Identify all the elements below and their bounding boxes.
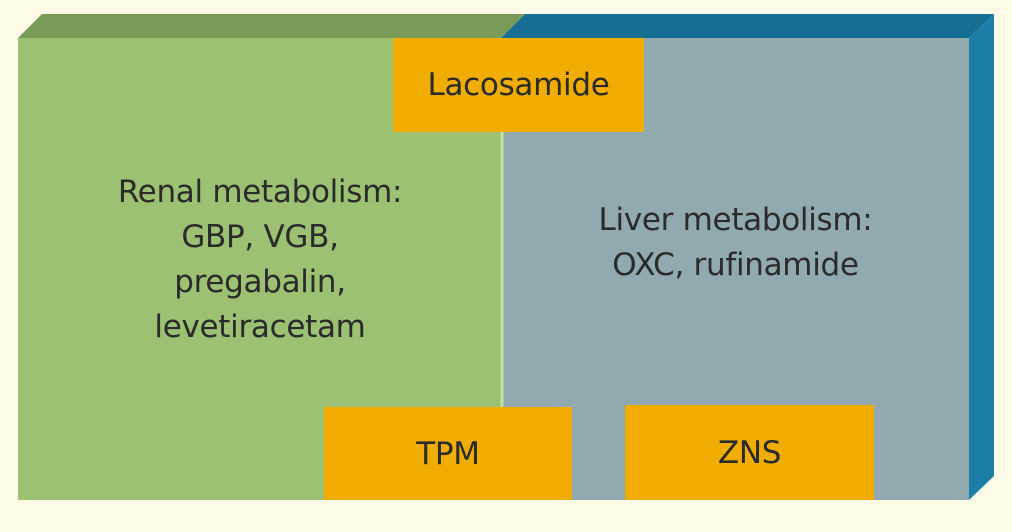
tpm-box: TPM <box>324 407 572 500</box>
renal-top-face <box>18 14 525 38</box>
tpm-label: TPM <box>416 435 480 472</box>
zns-label: ZNS <box>717 434 782 471</box>
zns-box: ZNS <box>625 405 874 500</box>
liver-metabolism-text: Liver metabolism: OXC, rufinamide <box>502 198 969 288</box>
renal-line-2: GBP, VGB, <box>181 219 339 255</box>
renal-metabolism-text: Renal metabolism: GBP, VGB, pregabalin, … <box>18 170 502 350</box>
renal-line-4: levetiracetam <box>154 309 366 345</box>
liver-top-face <box>501 14 994 38</box>
lacosamide-box: Lacosamide <box>393 38 644 132</box>
renal-line-1: Renal metabolism: <box>117 174 403 210</box>
liver-line-2: OXC, rufinamide <box>612 247 859 283</box>
lacosamide-label: Lacosamide <box>427 67 610 103</box>
liver-line-1: Liver metabolism: <box>598 202 873 238</box>
renal-line-3: pregabalin, <box>174 264 346 300</box>
liver-side-face <box>969 14 994 500</box>
